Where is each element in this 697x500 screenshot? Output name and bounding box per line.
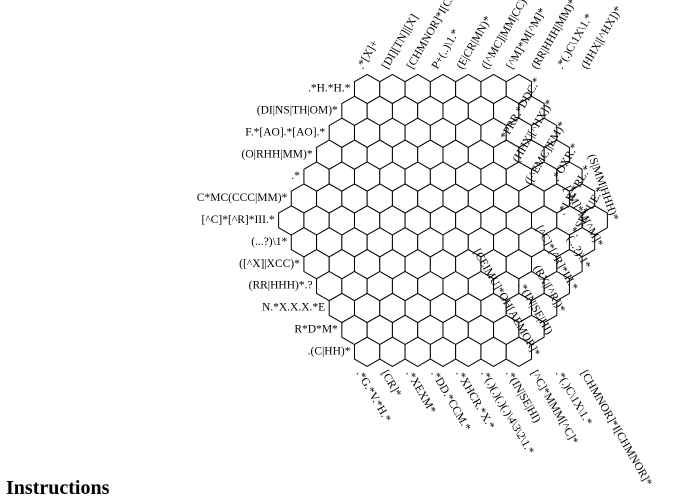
left-clue: N.*X.X.X.*E <box>262 302 325 314</box>
bottom-clue: [CHMNOR]*I[CHMNOR]* <box>578 368 654 488</box>
left-clue: .* <box>291 170 300 182</box>
left-clue: (...?)\1* <box>251 236 287 248</box>
left-clue-column: .*H.*H.* (DI|NS|TH|OM)* F.*[AO].*[AO].* (O|… <box>197 83 351 358</box>
left-clue: .(C|HH)* <box>308 345 351 357</box>
hex-cell[interactable] <box>505 336 533 367</box>
left-clue: F.*[AO].*[AO].* <box>245 126 325 138</box>
top-clue-row: .*[X]+[DI][TN]|[X][CHMNOR]*I[CHMNOR]*P+(… <box>355 0 625 71</box>
left-clue: [^C]*[^R]*III.* <box>202 214 275 226</box>
left-clue: .*H.*H.* <box>308 83 351 95</box>
left-clue: (RR|HHH)*.? <box>249 280 313 292</box>
left-clue: C*MC(CCC|MM)* <box>197 192 288 204</box>
bottom-clue-row: .*G.*V.*H.*[CR]*.*XEXM*.*DD.*CCM.*.*XHCR… <box>354 368 655 488</box>
left-clue: ([^X]|XCC)* <box>239 258 300 270</box>
bottom-clue: [CR]* <box>379 368 404 399</box>
hex-grid <box>278 73 608 367</box>
left-clue: R*D*M* <box>294 324 338 336</box>
top-clue: .*[X]+ <box>355 38 381 71</box>
left-clue: (O|RHH|MM)* <box>242 148 313 160</box>
left-clue: (DI|NS|TH|OM)* <box>257 105 338 117</box>
instructions-heading: Instructions <box>6 477 110 499</box>
